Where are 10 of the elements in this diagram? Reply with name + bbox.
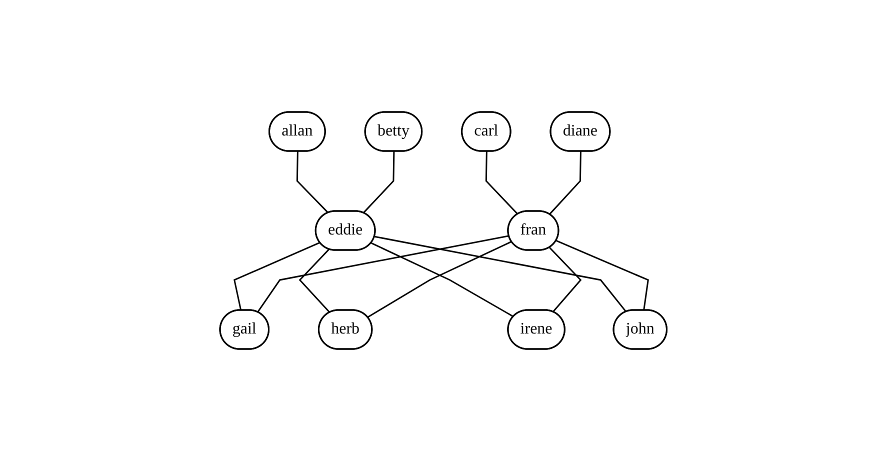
connector (486, 151, 519, 215)
connector (234, 242, 320, 311)
connector (362, 151, 395, 214)
connector (298, 248, 331, 314)
connector (549, 151, 582, 215)
connector (549, 247, 582, 312)
connector (257, 235, 510, 313)
connector (374, 236, 627, 312)
connector (296, 151, 329, 214)
connector (556, 240, 650, 311)
